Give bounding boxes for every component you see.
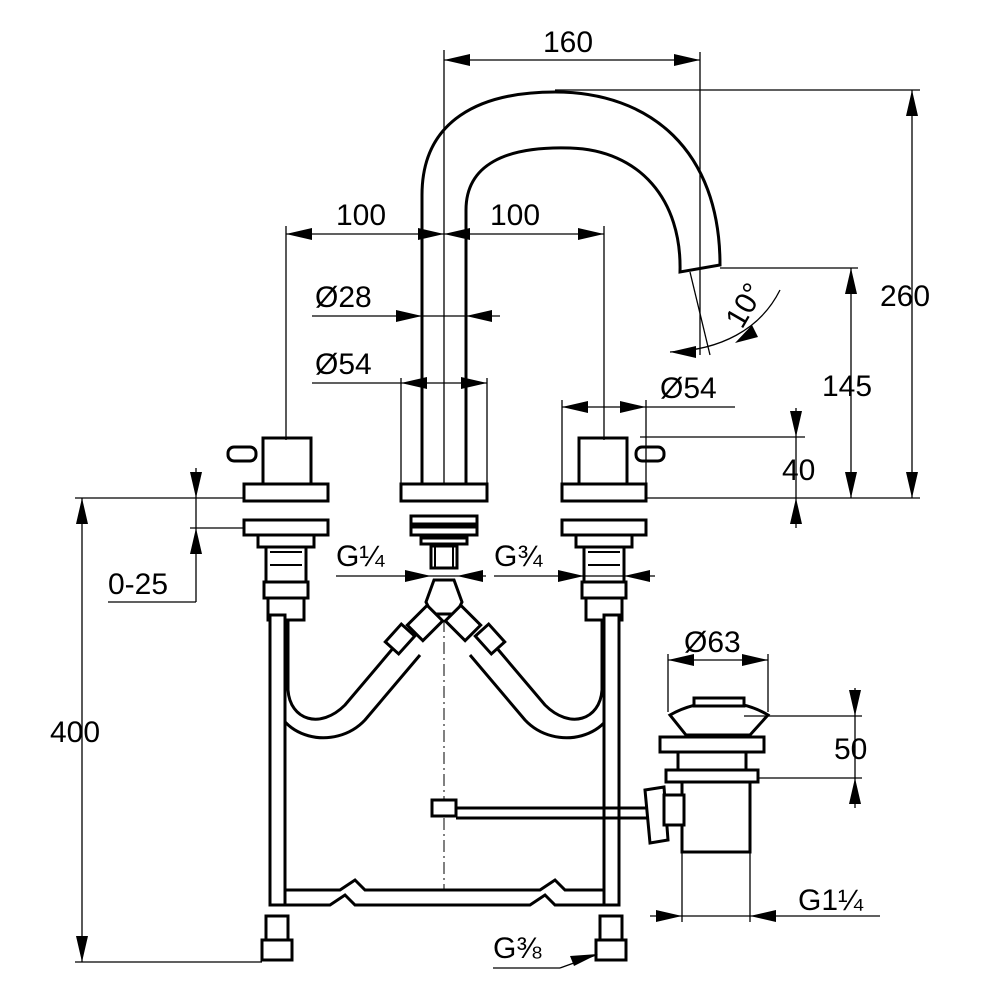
dimension-lines [75,52,920,969]
label-supply-thread: G⅜ [493,932,542,965]
label-hose-length: 400 [50,716,100,749]
pop-up-rod [430,620,650,890]
label-body-diameter: Ø54 [315,348,372,381]
supply-hoses [260,613,628,962]
label-spout-reach: 160 [543,26,593,59]
spout [420,50,722,486]
label-adjustment: 0-25 [108,568,168,601]
right-valve [560,436,666,622]
label-drain-height: 50 [834,733,867,766]
drain-waste [643,696,771,854]
label-spout-angle: 10° [719,278,770,334]
label-spout-diameter: Ø28 [315,281,372,314]
label-drain-thread: G1¼ [798,884,864,917]
dimension-labels: 160 100 100 Ø28 Ø54 Ø54 10° 260 145 40 0… [50,26,930,965]
center-body [399,482,489,643]
label-drain-diameter: Ø63 [684,626,741,659]
label-handle-height: 40 [782,454,815,487]
label-thread-center: G¼ [336,540,385,573]
label-spout-height: 145 [822,370,872,403]
label-right-spacing: 100 [490,199,540,232]
label-thread-valve: G¾ [494,540,543,573]
label-left-spacing: 100 [336,199,386,232]
label-valve-diameter: Ø54 [660,372,717,405]
label-total-height: 260 [880,280,930,313]
left-valve [226,436,330,622]
connecting-hoses [270,615,620,740]
